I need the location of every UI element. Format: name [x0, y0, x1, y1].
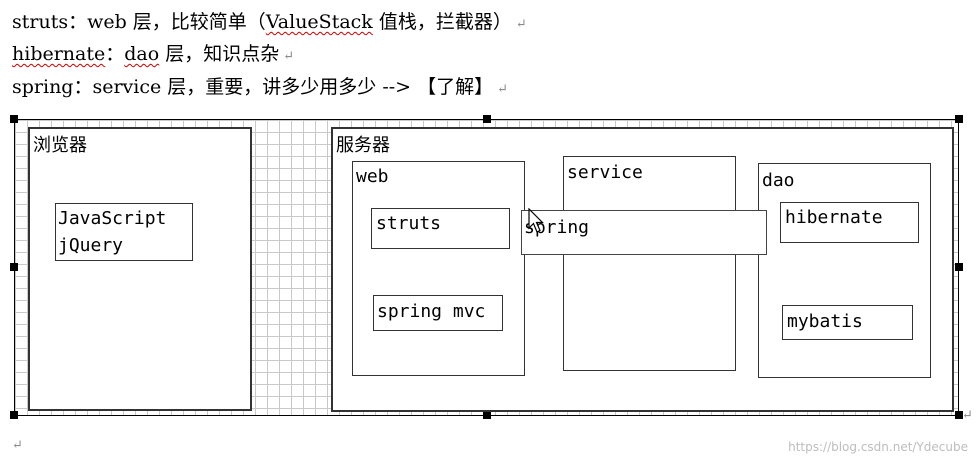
resize-handle-tm[interactable] [483, 115, 491, 123]
web-title: web [356, 166, 389, 187]
resize-handle-tr[interactable] [955, 115, 963, 123]
line1-suffix: 值栈，拦截器） [372, 11, 512, 33]
text-line-3: spring：service 层，重要，讲多少用多少 --> 【了解】↵ [12, 75, 508, 102]
service-title: service [567, 162, 643, 183]
line2-underlined-2: dao [124, 43, 160, 65]
browser-js-box[interactable] [55, 203, 193, 261]
text-line-2: hibernate：dao 层，知识点杂↵ [12, 42, 294, 69]
hibernate-box[interactable] [780, 202, 919, 243]
resize-handle-bm[interactable] [483, 411, 491, 419]
mybatis-label: mybatis [787, 311, 863, 332]
paragraph-mark-icon: ↵ [283, 49, 295, 64]
resize-handle-tl[interactable] [10, 115, 18, 123]
browser-jquery-label: jQuery [58, 235, 124, 256]
line3-text: spring：service 层，重要，讲多少用多少 --> 【了解】 [12, 76, 494, 98]
struts-box[interactable] [371, 208, 510, 249]
mouse-cursor-icon [528, 208, 544, 233]
browser-js-label: JavaScript [58, 208, 167, 229]
springmvc-box[interactable] [373, 295, 503, 331]
line1-prefix: struts：web 层，比较简单（ [12, 11, 266, 33]
dao-box[interactable] [758, 163, 931, 378]
browser-title: 浏览器 [33, 135, 87, 156]
paragraph-mark-icon: ↵ [12, 438, 23, 453]
watermark: https://blog.csdn.net/Ydecube [788, 440, 968, 454]
paragraph-mark-icon: ↵ [497, 82, 509, 97]
mybatis-box[interactable] [782, 305, 913, 340]
spring-bar[interactable] [521, 210, 767, 255]
browser-box[interactable] [28, 127, 252, 411]
resize-handle-mr[interactable] [955, 263, 963, 271]
line2-suffix: 层，知识点杂 [159, 43, 280, 65]
line2-mid: ： [105, 43, 125, 65]
resize-handle-bl[interactable] [10, 411, 18, 419]
service-box[interactable] [563, 156, 736, 371]
resize-handle-ml[interactable] [10, 263, 18, 271]
dao-title: dao [762, 170, 795, 191]
text-line-1: struts：web 层，比较简单（ValueStack 值栈，拦截器）↵ [12, 10, 527, 37]
struts-label: struts [376, 213, 442, 234]
line1-underlined: ValueStack [265, 11, 373, 33]
springmvc-label: spring mvc [377, 301, 486, 322]
hibernate-label: hibernate [785, 207, 883, 228]
line2-underlined: hibernate [12, 43, 106, 65]
paragraph-mark-icon: ↵ [962, 408, 973, 423]
resize-handle-br[interactable] [955, 411, 963, 419]
paragraph-mark-icon: ↵ [515, 17, 527, 32]
web-box[interactable] [352, 161, 525, 376]
server-title: 服务器 [336, 135, 390, 156]
